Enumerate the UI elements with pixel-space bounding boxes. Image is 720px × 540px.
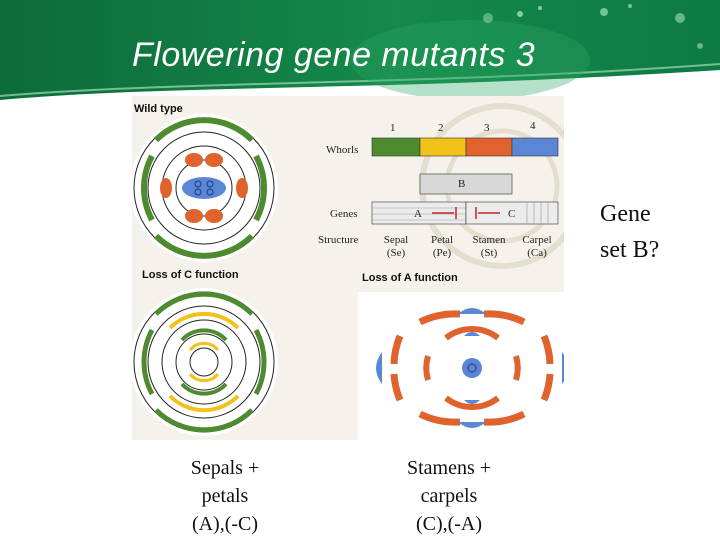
structure-stamen: Stamen (St) — [466, 234, 512, 260]
whorl-number-2: 2 — [438, 122, 444, 134]
structure-petal-name: Petal — [431, 234, 453, 246]
structure-sepal-abbr: (Se) — [386, 247, 406, 259]
structure-label: Structure — [318, 234, 359, 246]
structure-sepal-name: Sepal — [383, 234, 409, 246]
whorl-number-3: 3 — [484, 122, 490, 134]
loss-of-c-flower-diagram — [132, 288, 278, 436]
antagonism-arrows — [432, 207, 500, 219]
structure-carpel-name: Carpel — [522, 234, 552, 246]
whorl-number-1: 1 — [390, 122, 396, 134]
side-question: Gene set B? — [600, 196, 659, 268]
caption-right-line-1: Stamens + — [406, 457, 492, 479]
caption-right-line-3: (C),(-A) — [415, 513, 483, 535]
structure-stamen-abbr: (St) — [480, 247, 498, 259]
wild-type-flower-diagram — [132, 114, 278, 262]
caption-left-line-1: Sepals + — [190, 457, 260, 479]
gene-c-label: C — [508, 208, 516, 220]
abc-model-figure: Wild type Loss of C function Loss of A f… — [132, 96, 564, 440]
caption-left: Sepals + petals (A),(-C) — [150, 454, 300, 538]
header-banner: Flowering gene mutants 3 — [0, 0, 720, 108]
gene-a-label: A — [414, 208, 422, 220]
gene-b-label: B — [458, 178, 466, 190]
caption-left-line-3: (A),(-C) — [191, 513, 259, 535]
panel-label-loss-of-c: Loss of C function — [142, 269, 239, 281]
side-question-line-1: Gene — [600, 201, 651, 227]
side-question-line-2: set B? — [600, 237, 660, 263]
caption-left-line-2: petals — [201, 485, 249, 507]
panel-label-loss-of-a: Loss of A function — [362, 272, 458, 284]
structure-carpel-abbr: (Ca) — [527, 247, 547, 259]
whorl-number-4: 4 — [530, 120, 536, 132]
structure-stamen-name: Stamen — [472, 234, 506, 246]
structure-petal: Petal (Pe) — [422, 234, 462, 260]
genes-label: Genes — [330, 208, 358, 220]
structure-carpel: Carpel (Ca) — [514, 234, 560, 260]
whorls-label: Whorls — [326, 144, 359, 156]
slide-title: Flowering gene mutants 3 — [132, 36, 536, 74]
structure-petal-abbr: (Pe) — [432, 247, 452, 259]
header-background — [0, 0, 720, 108]
loss-of-a-flower-diagram — [358, 292, 564, 440]
gene-a-bar — [371, 201, 467, 225]
structure-sepal: Sepal (Se) — [376, 234, 416, 260]
gene-b-bar — [419, 173, 513, 195]
caption-right-line-2: carpels — [420, 485, 478, 507]
caption-right: Stamens + carpels (C),(-A) — [374, 454, 524, 538]
gene-c-bar — [465, 201, 559, 225]
whorls-bar — [371, 137, 559, 157]
figure-graphics — [132, 103, 564, 440]
panel-label-wild-type: Wild type — [134, 103, 183, 115]
